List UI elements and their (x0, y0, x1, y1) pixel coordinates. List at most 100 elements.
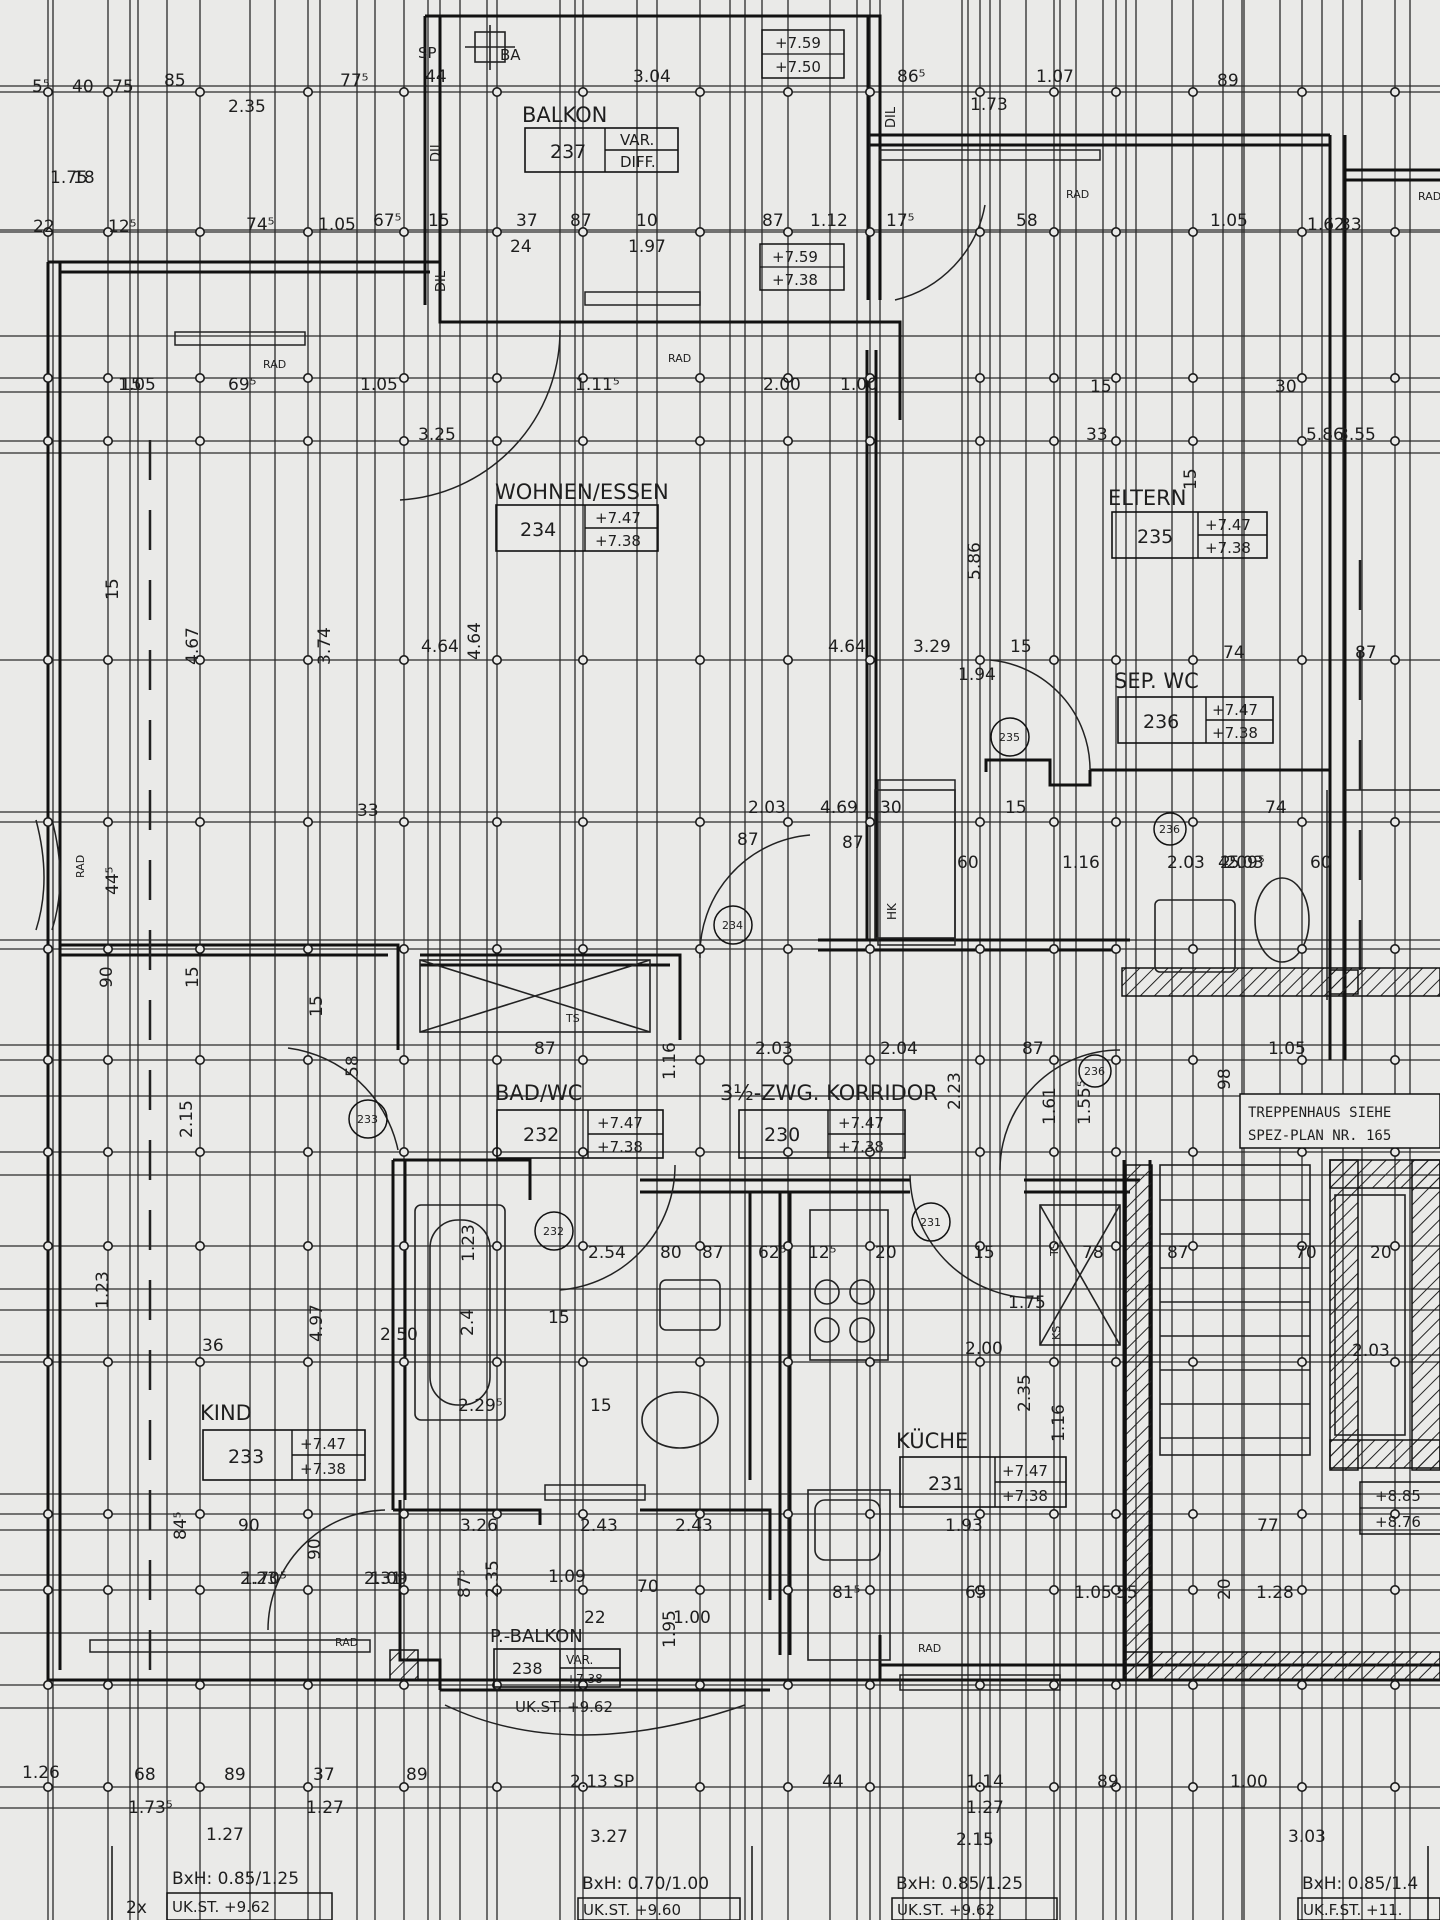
dimension-value: 15 (548, 1308, 570, 1328)
dimension-value: 87 (1167, 1243, 1189, 1263)
dimension-value: 1.16 (1049, 1404, 1069, 1442)
dimension-value: 1.09 (548, 1567, 586, 1587)
dimension-node (42, 1241, 53, 1252)
dimension-value: 15 (590, 1396, 612, 1416)
dimension-node (974, 943, 985, 954)
dimension-node (42, 1585, 53, 1596)
dimension-value: 55 (1116, 1583, 1138, 1603)
dimension-node (1297, 1509, 1308, 1520)
dimension-node (694, 1680, 705, 1691)
dimension-node (195, 1147, 206, 1158)
door-tag: 231 (911, 1202, 951, 1242)
dimension-value: 2.03 (1167, 853, 1205, 873)
dimension-value: 1.61 (1040, 1087, 1060, 1125)
dimension-value: 2.29⁵ (458, 1396, 503, 1416)
note-line: TREPPENHAUS SIEHE (1248, 1105, 1391, 1121)
dimension-value: 5.86 (1306, 425, 1344, 445)
dimension-node (302, 1241, 313, 1252)
dimension-value: 44⁵ (103, 867, 123, 895)
label-dil: DIL (884, 106, 899, 128)
dimension-node (1049, 435, 1060, 446)
dimension-node (42, 1509, 53, 1520)
dimension-node (1297, 1147, 1308, 1158)
dimension-value: 60 (1310, 853, 1332, 873)
dimension-value: 2.03 (1352, 1341, 1390, 1361)
dimension-value: 84⁵ (171, 1512, 191, 1540)
dimension-node (1390, 1241, 1401, 1252)
dimension-node (1188, 816, 1199, 827)
hatched-walls (389, 967, 1440, 1681)
dimension-value: 2.00 (763, 375, 801, 395)
dimension-value: 4.67 (183, 627, 203, 665)
label-sp-bottom: 2.13 SP (570, 1772, 634, 1792)
dimension-node (1390, 1585, 1401, 1596)
dimension-node (1111, 435, 1122, 446)
dimension-value: 30 (880, 798, 902, 818)
dimension-value: 1.00 (840, 375, 878, 395)
dimension-value: 2.35 (483, 1560, 503, 1598)
dimension-node (491, 372, 502, 383)
dimension-value: 74 (1223, 643, 1245, 663)
label-ts: TS (565, 1012, 580, 1025)
label-rad: RAD (918, 1642, 941, 1655)
level-top: +7.47 (838, 1114, 884, 1132)
dimension-value: 1.05 (1210, 211, 1248, 231)
dimension-value: 15 (120, 375, 142, 395)
dimension-node (491, 1782, 502, 1793)
dimension-node (1188, 1241, 1199, 1252)
dimension-value: 37 (313, 1765, 335, 1785)
dimension-node (491, 1241, 502, 1252)
level-bottom: DIFF. (620, 153, 656, 171)
dimension-node (577, 435, 588, 446)
dimension-node (577, 1147, 588, 1158)
room-name: KIND (200, 1401, 252, 1425)
dimension-node (1297, 943, 1308, 954)
dimension-node (491, 87, 502, 98)
dimension-node (195, 1585, 206, 1596)
dimension-value: 1.23 (459, 1224, 479, 1262)
level-box-balkon-mid: +7.59 +7.38 (759, 243, 845, 291)
dimension-node (302, 1147, 313, 1158)
dimension-node (302, 87, 313, 98)
dimension-node (974, 1241, 985, 1252)
dimension-node (195, 1782, 206, 1793)
dimension-value: 65 (965, 1583, 987, 1603)
level-top: VAR. (566, 1653, 593, 1667)
dimension-value: 36 (202, 1336, 224, 1356)
dimension-node (398, 1147, 409, 1158)
dimension-value: 3.03 (1288, 1827, 1326, 1847)
dimension-node (1111, 1147, 1122, 1158)
dimension-value: 15 (1181, 468, 1201, 490)
label-rad: RAD (1418, 190, 1440, 203)
dimension-node (1111, 1782, 1122, 1793)
dimension-node (864, 1241, 875, 1252)
dimension-value: 1.95 (660, 1610, 680, 1648)
dimension-node (1188, 435, 1199, 446)
window-uk: UK.ST. +9.62 (897, 1901, 995, 1919)
dimension-node (974, 1147, 985, 1158)
dimension-node (864, 1680, 875, 1691)
dimension-value: 30 (1275, 377, 1297, 397)
dimension-node (1297, 1585, 1308, 1596)
dimension-value: 2.43 (580, 1516, 618, 1536)
dimension-value: 1.11⁵ (575, 375, 620, 395)
dimension-value: 89 (1097, 1772, 1119, 1792)
dimension-value: 2.31 (364, 1569, 402, 1589)
dimension-node (782, 435, 793, 446)
dimension-value: 3.27 (590, 1827, 628, 1847)
dimension-node (42, 816, 53, 827)
dimension-value: 44 (822, 1772, 844, 1792)
window-uk: UK.F.ST. +11. (1303, 1901, 1402, 1919)
room-name: BAD/WC (495, 1081, 582, 1105)
small-labels: SP BA DIL DIL DIL RAD RAD RAD RAD RAD RA… (74, 44, 1440, 1792)
level-value: +7.59 (772, 248, 818, 266)
dimension-node (302, 654, 313, 665)
dimension-node (1188, 943, 1199, 954)
dimension-node (1111, 87, 1122, 98)
dimension-node (694, 435, 705, 446)
dimension-node (398, 1585, 409, 1596)
dimension-value: 2.03 (1226, 853, 1264, 873)
room-number: 232 (523, 1124, 559, 1146)
dimension-value: 1.16 (1062, 853, 1100, 873)
dimension-value: 4.64 (828, 637, 866, 657)
